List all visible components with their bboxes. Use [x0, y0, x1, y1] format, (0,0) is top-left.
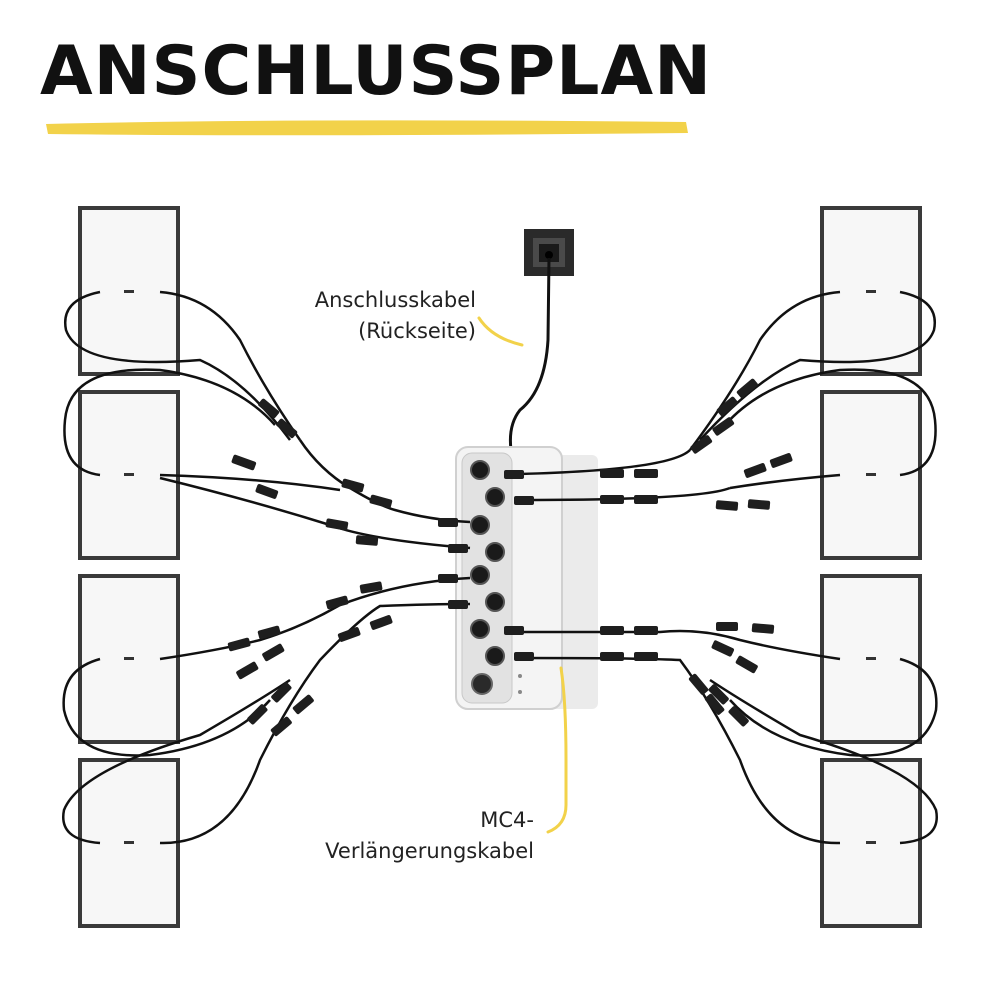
connection-cable-label: Anschlusskabel (Rückseite)	[240, 285, 476, 347]
callout-line-bottom	[546, 666, 568, 834]
connection-cable-label-line2: (Rückseite)	[358, 319, 476, 343]
mc4-connectors	[227, 378, 793, 737]
solar-panel-left-1	[78, 206, 180, 376]
hub-ports	[470, 460, 505, 666]
callout-line-top	[477, 316, 524, 347]
connection-cable	[508, 257, 551, 451]
title-underline	[46, 120, 688, 136]
cables-left	[62, 290, 471, 845]
extension-cable-label-line1: MC4-	[480, 808, 534, 832]
solar-panel-right-1	[820, 206, 922, 376]
inverter-hub-icon	[455, 446, 598, 710]
extension-cable-label: MC4- Verlängerungskabel	[230, 805, 534, 867]
page-title: ANSCHLUSSPLAN	[40, 32, 713, 111]
connection-cable-label-line1: Anschlusskabel	[314, 288, 476, 312]
extension-cable-label-line2: Verlängerungskabel	[325, 839, 534, 863]
hub-power-button	[471, 673, 493, 695]
